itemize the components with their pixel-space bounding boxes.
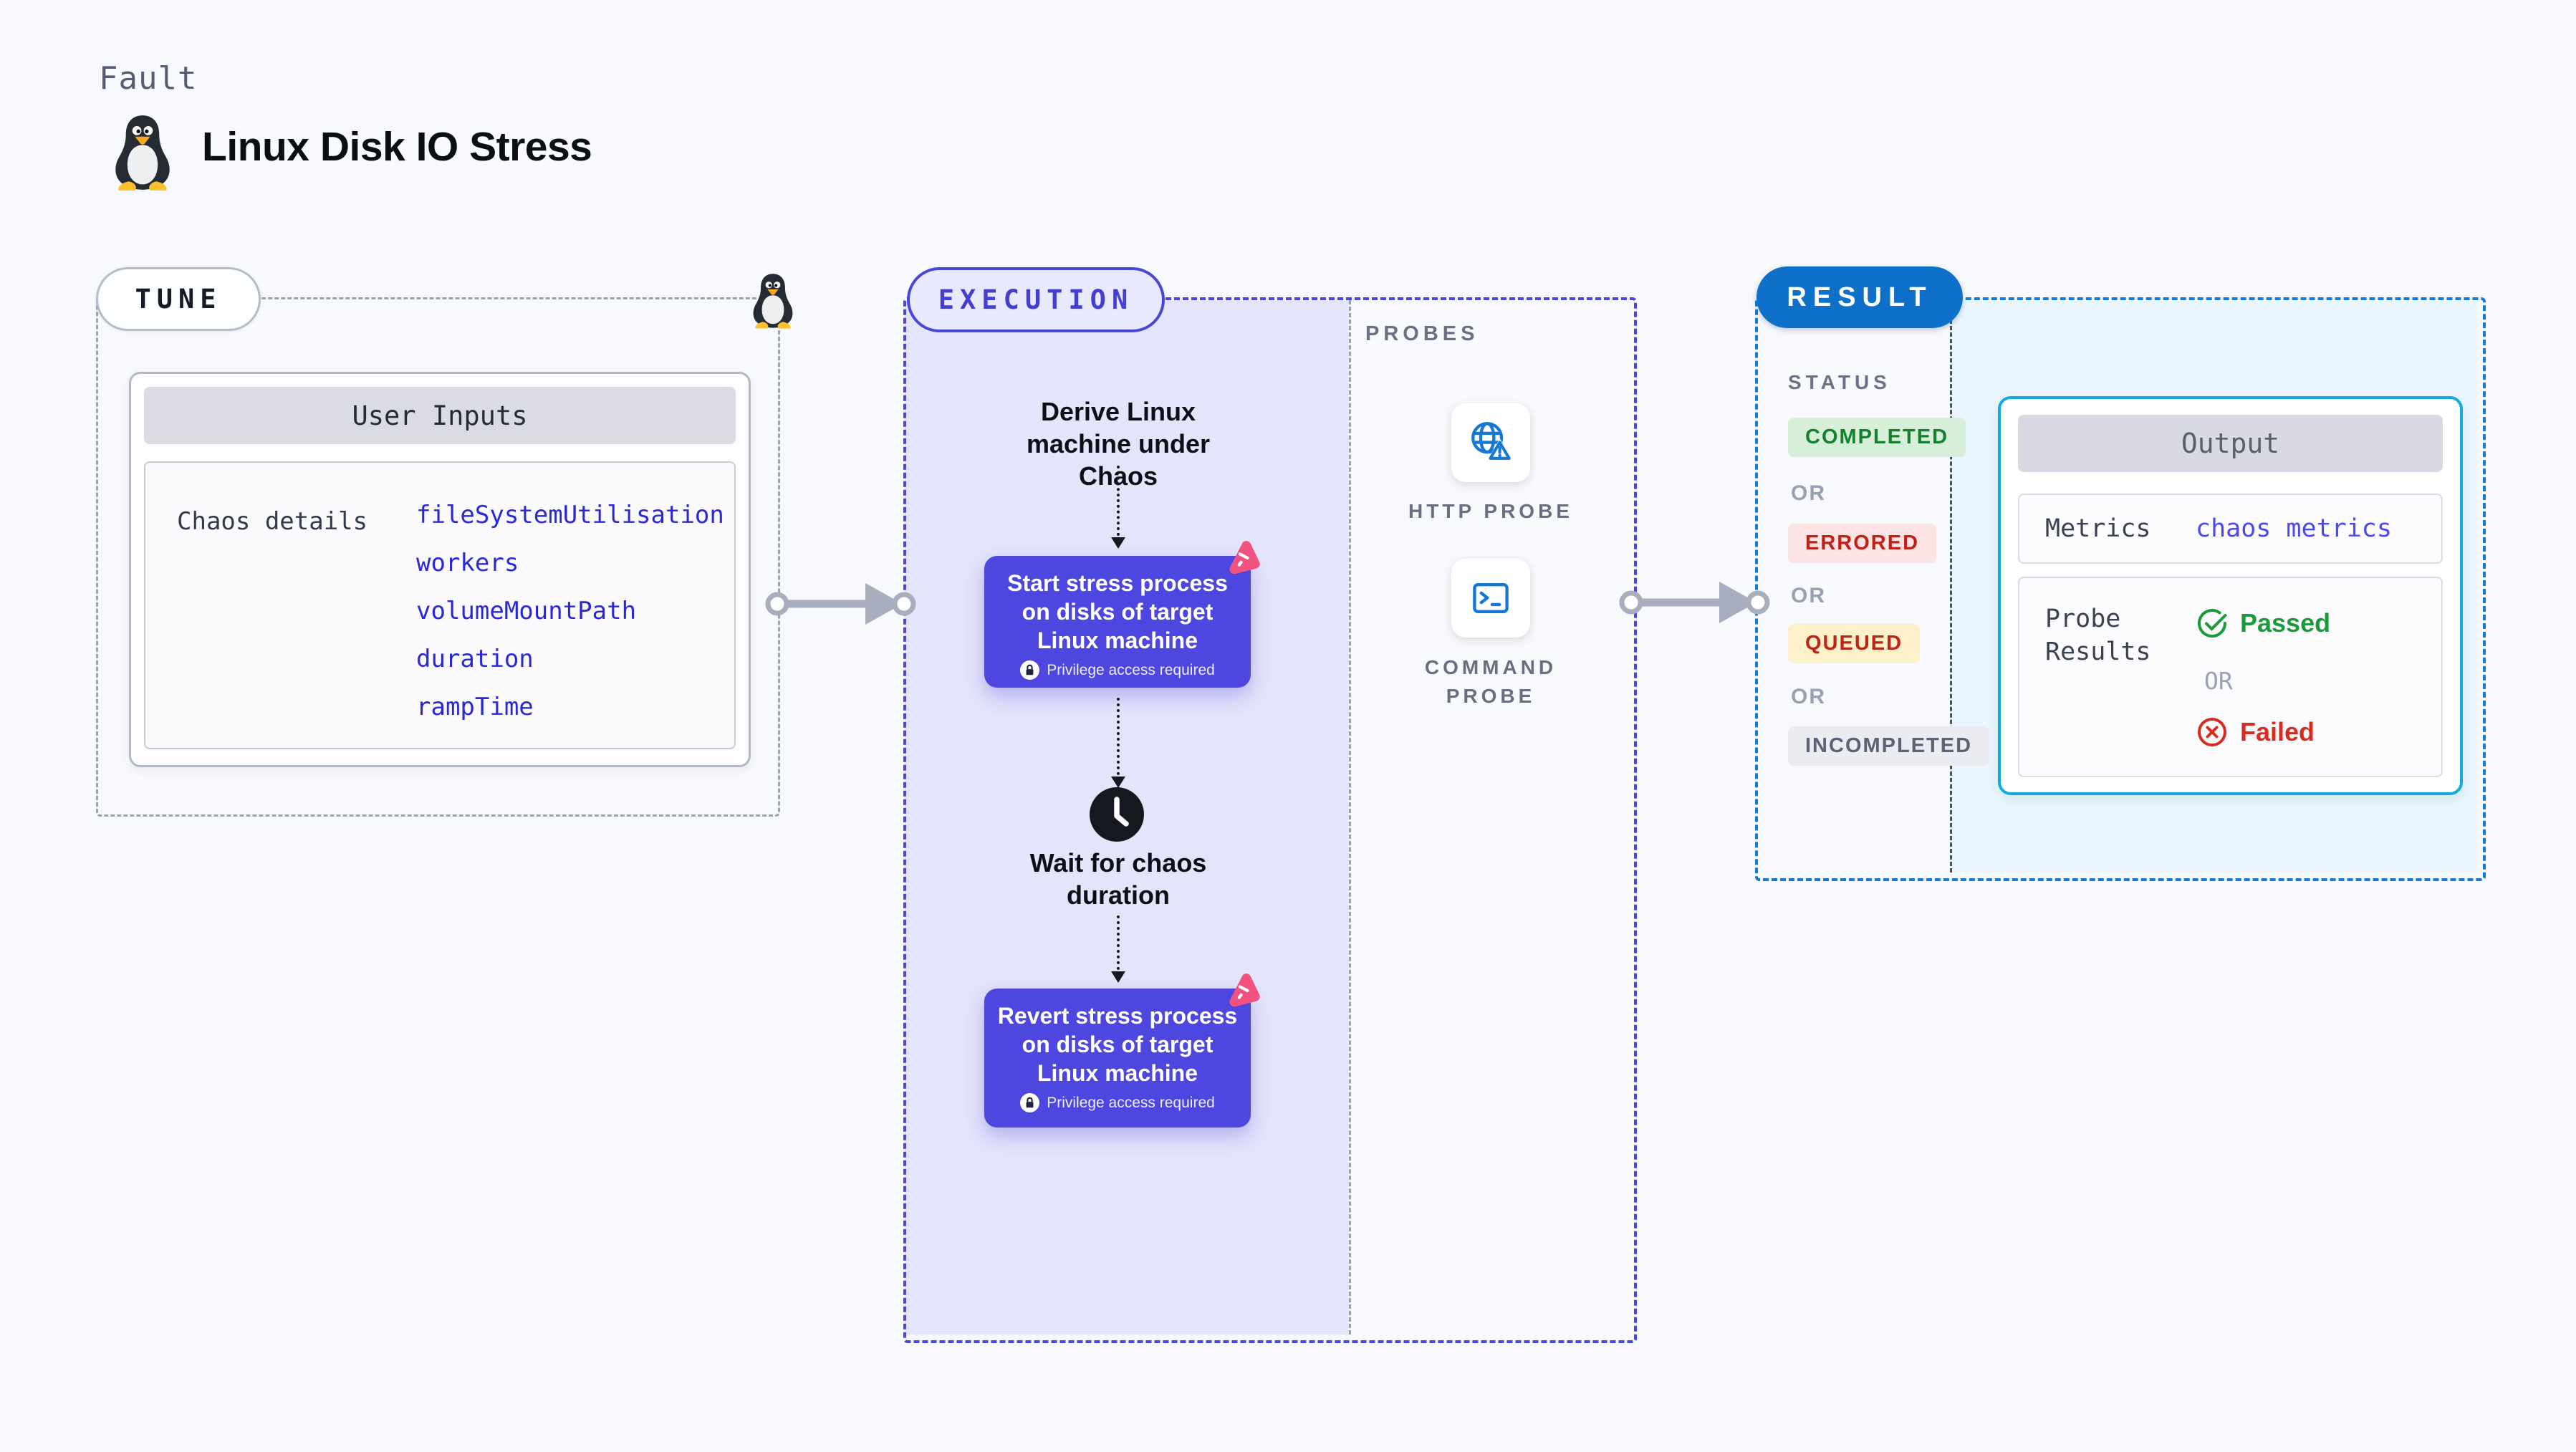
input-value: duration bbox=[416, 645, 534, 673]
probe-results-label: Probe Results bbox=[2045, 605, 2151, 666]
execution-probes-divider bbox=[1349, 300, 1351, 1335]
tune-section-box bbox=[96, 297, 780, 817]
arrow-down-icon bbox=[1111, 537, 1125, 549]
input-value: volumeMountPath bbox=[416, 597, 637, 625]
passed-result: Passed bbox=[2196, 607, 2330, 640]
tux-penguin-icon-small bbox=[753, 274, 793, 329]
tux-penguin-icon bbox=[115, 115, 170, 191]
probes-heading: PROBES bbox=[1365, 322, 1479, 345]
input-value: workers bbox=[416, 549, 519, 577]
or-label: OR bbox=[2204, 667, 2233, 695]
passed-label: Passed bbox=[2240, 608, 2331, 638]
status-badge-completed: COMPLETED bbox=[1788, 418, 1966, 457]
or-label: OR bbox=[1791, 584, 1826, 607]
failed-label: Failed bbox=[2240, 717, 2315, 746]
chaos-details-values: fileSystemUtilisation workers volumeMoun… bbox=[416, 491, 724, 731]
flow-dotted-connector bbox=[1117, 698, 1120, 775]
arrow-right-connector bbox=[1619, 582, 1770, 623]
fault-eyebrow: Fault bbox=[99, 60, 198, 97]
result-section-box bbox=[1755, 297, 2486, 881]
input-value: fileSystemUtilisation bbox=[416, 501, 724, 529]
derive-step-label: Derive Linux machine under Chaos bbox=[1026, 397, 1211, 491]
x-circle-icon bbox=[2198, 718, 2226, 746]
status-badge-queued: QUEUED bbox=[1788, 624, 1921, 663]
tune-pill: TUNE bbox=[96, 267, 261, 331]
command-probe-card bbox=[1451, 559, 1530, 638]
result-inner-divider bbox=[1950, 300, 1952, 872]
arrow-down-icon bbox=[1111, 777, 1125, 788]
start-stress-step-label: Start stress process on disks of target … bbox=[1007, 570, 1228, 653]
or-label: OR bbox=[1791, 481, 1826, 505]
execution-section-box bbox=[903, 297, 1637, 1343]
page-title: Linux Disk IO Stress bbox=[202, 124, 592, 170]
lock-icon bbox=[1020, 660, 1040, 680]
litmus-chaos-icon bbox=[1229, 973, 1260, 1007]
or-label: OR bbox=[1791, 685, 1826, 708]
result-pill: RESULT bbox=[1756, 266, 1963, 328]
execution-pill: EXECUTION bbox=[907, 267, 1165, 332]
terminal-icon bbox=[1473, 583, 1509, 613]
revert-stress-step-label: Revert stress process on disks of target… bbox=[997, 1003, 1238, 1086]
clock-icon bbox=[1090, 787, 1144, 842]
revert-stress-step-box: Revert stress process on disks of target… bbox=[984, 973, 1260, 1128]
chaos-details-label: Chaos details bbox=[177, 507, 368, 536]
user-inputs-card: User Inputs Chaos details fileSystemUtil… bbox=[129, 372, 751, 767]
output-card: Output Metrics chaos metrics Probe Resul… bbox=[1998, 396, 2463, 795]
arrow-right-connector bbox=[765, 583, 916, 625]
privilege-note: Privilege access required bbox=[1047, 1094, 1215, 1111]
http-probe-card bbox=[1451, 403, 1530, 482]
metrics-row: Metrics chaos metrics bbox=[2018, 494, 2443, 564]
flow-dotted-connector bbox=[1117, 915, 1120, 970]
check-circle-icon bbox=[2198, 609, 2227, 638]
user-inputs-body: Chaos details fileSystemUtilisation work… bbox=[144, 461, 736, 749]
arrow-down-icon bbox=[1111, 971, 1125, 983]
status-badge-errored: ERRORED bbox=[1788, 524, 1937, 563]
failed-result: Failed bbox=[2196, 716, 2315, 749]
wait-step-label: Wait for chaos duration bbox=[1029, 848, 1207, 910]
status-heading: STATUS bbox=[1788, 371, 1891, 393]
privilege-note: Privilege access required bbox=[1047, 661, 1215, 678]
lock-icon bbox=[1020, 1093, 1040, 1112]
output-header: Output bbox=[2018, 415, 2443, 472]
flow-dotted-connector bbox=[1117, 466, 1120, 536]
user-inputs-header: User Inputs bbox=[144, 387, 736, 444]
status-badge-incompleted: INCOMPLETED bbox=[1788, 726, 1990, 766]
probe-results-row: Probe Results Passed OR Failed bbox=[2018, 577, 2443, 777]
litmus-chaos-icon bbox=[1229, 541, 1260, 574]
metrics-value-link: chaos metrics bbox=[2196, 514, 2392, 543]
http-probe-label: HTTP PROBE bbox=[1408, 500, 1573, 522]
start-stress-step-box: Start stress process on disks of target … bbox=[984, 541, 1260, 688]
metrics-label: Metrics bbox=[2045, 514, 2151, 543]
input-value: rampTime bbox=[416, 693, 534, 721]
globe-alert-icon bbox=[1471, 422, 1512, 460]
command-probe-label: COMMAND PROBE bbox=[1424, 656, 1557, 707]
